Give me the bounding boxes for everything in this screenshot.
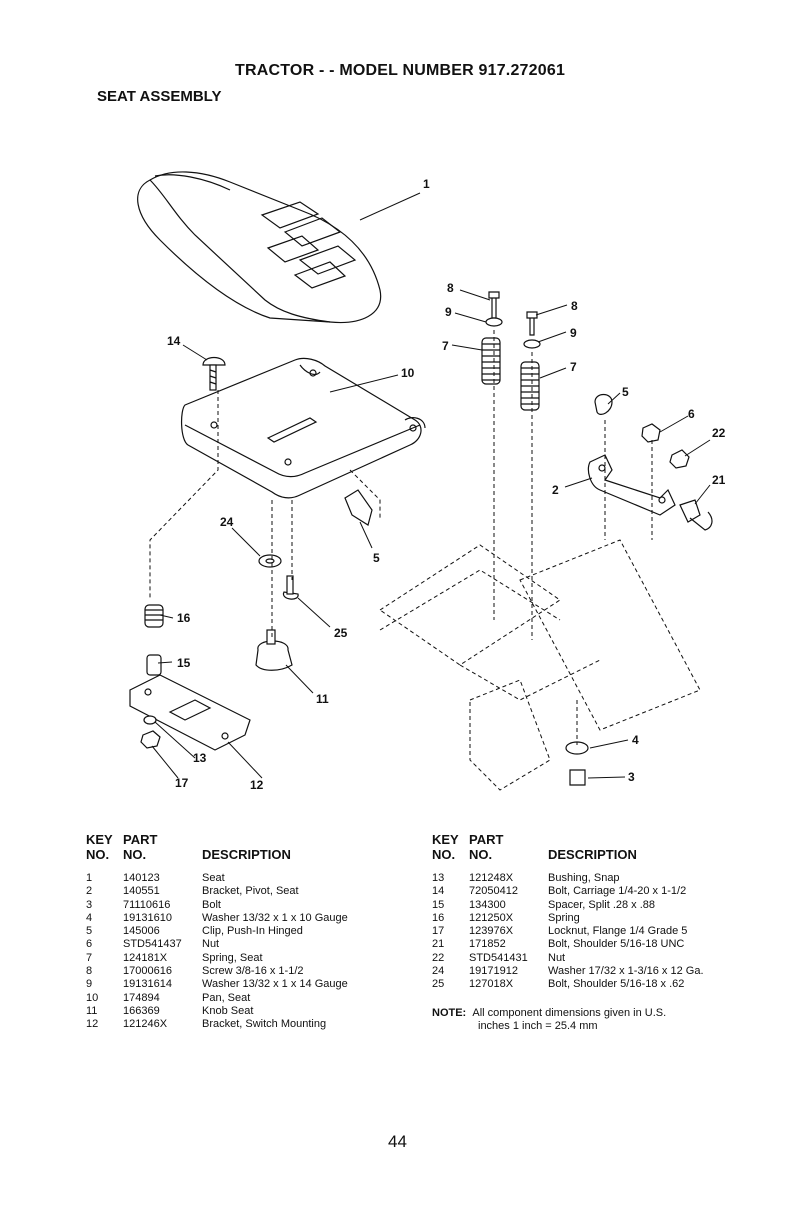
callout-9-left: 9 [445, 305, 452, 319]
callout-16: 16 [177, 611, 191, 625]
callout-7-left: 7 [442, 339, 449, 353]
switch-bracket-part [129, 674, 251, 751]
seat-pan-part [181, 357, 426, 499]
key-header-line2: NO. [86, 847, 110, 862]
note-label: NOTE: [432, 1007, 467, 1019]
part-header-line2: NO. [469, 847, 493, 862]
description-header: DESCRIPTION [202, 847, 291, 862]
seat-assembly-diagram: 1 2 3 4 5 5 6 7 7 8 8 9 9 10 11 12 13 14… [129, 171, 726, 792]
dimensions-note: NOTE: All component dimensions given in … [432, 1007, 762, 1034]
callout-11: 11 [316, 692, 329, 706]
key-header-line2: NO. [432, 847, 456, 862]
callout-10: 10 [401, 366, 415, 380]
key-header-line1: KEY [432, 832, 459, 847]
callout-7-right: 7 [570, 360, 577, 374]
callout-13: 13 [193, 751, 207, 765]
callout-5-lower: 5 [373, 551, 380, 565]
seat-spring-right [520, 361, 540, 411]
callout-5-top: 5 [622, 385, 629, 399]
section-title: SEAT ASSEMBLY [97, 88, 222, 105]
callout-9-right: 9 [570, 326, 577, 340]
seat-spring-left [481, 337, 501, 385]
callout-1: 1 [423, 177, 430, 191]
callout-3: 3 [628, 770, 635, 784]
callout-22: 22 [712, 426, 726, 440]
callout-25: 25 [334, 626, 348, 640]
carriage-bolt-part [202, 356, 226, 391]
pivot-bracket-part [587, 454, 676, 516]
key-header-line1: KEY [86, 832, 113, 847]
callout-8-left: 8 [447, 281, 454, 295]
part-header-line1: PART [469, 832, 504, 847]
seat-part [137, 171, 382, 324]
callout-14: 14 [167, 334, 181, 348]
callout-17: 17 [175, 776, 189, 790]
note-line2: inches 1 inch = 25.4 mm [478, 1020, 598, 1033]
callout-12: 12 [250, 778, 264, 792]
description-header: DESCRIPTION [548, 847, 637, 862]
callout-24: 24 [220, 515, 234, 529]
page-number: 44 [388, 1132, 407, 1151]
callout-6: 6 [688, 407, 695, 421]
callout-8-right: 8 [571, 299, 578, 313]
part-header-line2: NO. [123, 847, 147, 862]
page-title: TRACTOR - - MODEL NUMBER 917.272061 [235, 62, 566, 79]
callout-21: 21 [712, 473, 726, 487]
callout-15: 15 [177, 656, 191, 670]
callout-4: 4 [632, 733, 639, 747]
callout-2: 2 [552, 483, 559, 497]
part-header-line1: PART [123, 832, 158, 847]
note-line1: All component dimensions given in U.S. [472, 1007, 667, 1019]
